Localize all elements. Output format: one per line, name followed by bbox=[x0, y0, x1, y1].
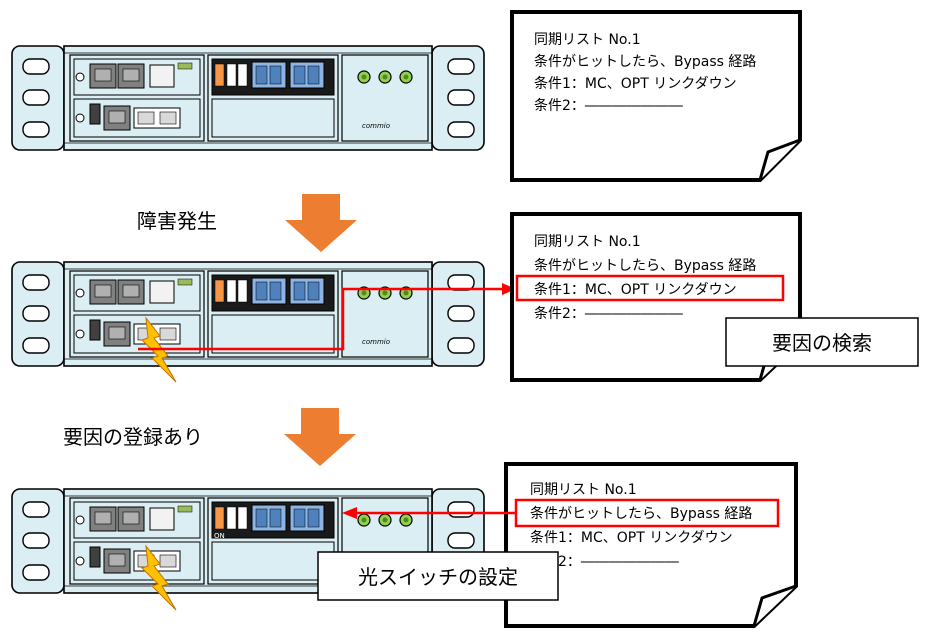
note2-line-2: 条件がヒットしたら、Bypass 経路 bbox=[534, 257, 756, 274]
callout-switch-text: 光スイッチの設定 bbox=[358, 565, 518, 589]
callout-optical-switch: 光スイッチの設定 bbox=[317, 551, 559, 601]
label-fault-occurrence: 障害発生 bbox=[137, 209, 217, 233]
note1-line-3: 条件1：MC、OPT リンクダウン bbox=[534, 75, 737, 92]
down-arrow-1 bbox=[285, 194, 357, 252]
label-cause-registered: 要因の登録あり bbox=[63, 425, 203, 449]
note3-line-3: 条件1：MC、OPT リンクダウン bbox=[530, 529, 733, 546]
rack-device-stage1: commio bbox=[11, 45, 485, 151]
sync-list-note-3: 同期リスト No.1 条件がヒットしたら、Bypass 経路 条件1：MC、OP… bbox=[504, 462, 798, 628]
search-connector bbox=[138, 287, 504, 351]
note3-line-1: 同期リスト No.1 bbox=[530, 482, 637, 498]
switch-connector-arrowhead bbox=[342, 507, 357, 519]
note3-line-2: 条件がヒットしたら、Bypass 経路 bbox=[530, 505, 752, 522]
note1-line-2: 条件がヒットしたら、Bypass 経路 bbox=[534, 53, 756, 70]
callout-search: 要因の検索 bbox=[725, 317, 919, 367]
rack-device-stage2: commio bbox=[11, 261, 485, 367]
switch-on-mark: ON bbox=[214, 532, 225, 540]
highlight-condition-1 bbox=[515, 274, 785, 302]
note3-line-4: 条件2：――――――― bbox=[530, 553, 679, 570]
device-logo: commio bbox=[362, 122, 390, 130]
device-logo: commio bbox=[362, 338, 390, 346]
search-connector-arrowhead bbox=[502, 283, 516, 295]
down-arrow-2 bbox=[284, 408, 356, 466]
note2-line-3: 条件1：MC、OPT リンクダウン bbox=[534, 281, 737, 298]
note2-line-4: 条件2：――――――― bbox=[534, 305, 683, 322]
note1-line-4: 条件2：――――――― bbox=[534, 97, 683, 114]
note2-line-1: 同期リスト No.1 bbox=[534, 234, 641, 250]
callout-search-text: 要因の検索 bbox=[772, 331, 872, 355]
note1-line-1: 同期リスト No.1 bbox=[534, 32, 641, 48]
sync-list-note-1: 同期リスト No.1 条件がヒットしたら、Bypass 経路 条件1：MC、OP… bbox=[510, 10, 802, 182]
